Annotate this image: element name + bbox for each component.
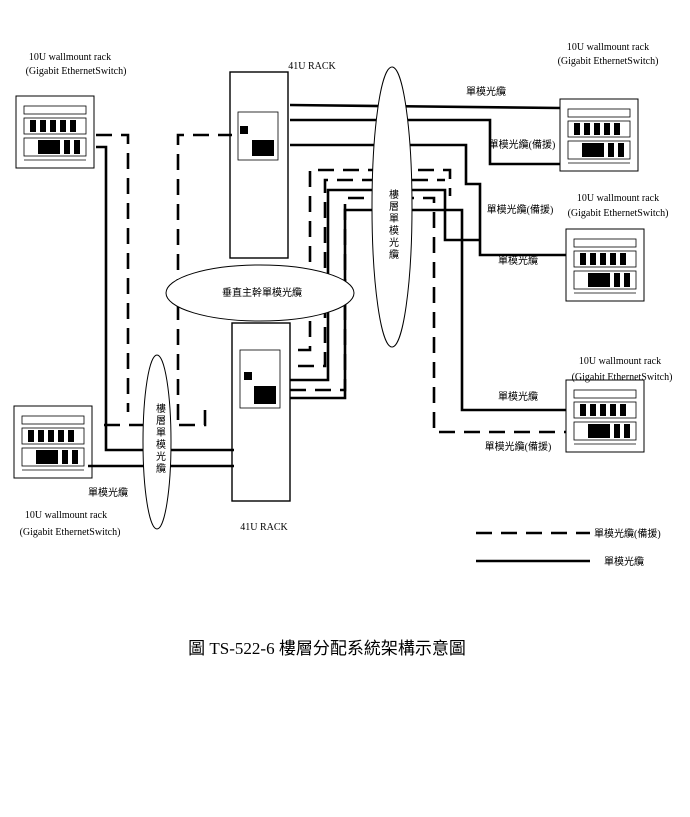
rack-10u-top-left [15,95,95,169]
floor-left-ellipse [142,354,172,530]
floor-left-label: 樓層單模光纜 [154,402,166,475]
rack-right-2-label-2: (Gigabit EthernetSwitch) [568,208,669,219]
rack-41u-bottom [231,322,291,502]
legend-solid-label: 單模光纜 [604,555,644,568]
cable-label-r1-single: 單模光纜 [466,85,506,98]
rack-right-2-label-1: 10U wallmount rack [577,193,659,204]
cable-label-r3-single: 單模光纜 [498,390,538,403]
vertical-backbone-label: 垂直主幹單模光纜 [222,286,302,299]
rack-10u-right-3 [565,379,645,453]
rack-bottom-left-label-1: 10U wallmount rack [25,510,107,521]
vertical-backbone-ellipse [165,264,355,322]
cable-label-r3-backup: 單模光纜(備援) [485,440,552,453]
rack-right-3-label-2: (Gigabit EthernetSwitch) [572,372,673,383]
legend: 單模光纜(備援) 單模光纜 [476,527,661,568]
rack-top-left-label-2: (Gigabit EthernetSwitch) [26,66,127,77]
rack-10u-right-1 [559,98,639,172]
rack-10u-right-2 [565,228,645,302]
rack-right-1-label-2: (Gigabit EthernetSwitch) [558,56,659,67]
rack-bottom-left-label-2: (Gigabit EthernetSwitch) [20,527,121,538]
cable-label-bottom-left-single: 單模光纜 [88,486,128,499]
cable-label-r1-backup: 單模光纜(備援) [489,138,556,151]
cable-label-r2-single: 單模光纜 [498,254,538,267]
rack-41u-bottom-label: 41U RACK [240,522,288,533]
legend-dashed-label: 單模光纜(備援) [594,527,661,540]
cable-label-r2-backup: 單模光纜(備援) [487,203,554,216]
rack-top-left-label-1: 10U wallmount rack [29,52,111,63]
floor-right-label: 樓層單模光纜 [387,188,399,261]
rack-10u-bottom-left [13,405,93,479]
rack-right-1-label-1: 10U wallmount rack [567,42,649,53]
floor-right-ellipse [371,66,413,348]
figure-caption: 圖 TS-522-6 樓層分配系統架構示意圖 [188,639,466,658]
rack-41u-top [229,71,289,259]
rack-right-3-label-1: 10U wallmount rack [579,356,661,367]
dashed-cables [96,133,566,434]
rack-41u-top-label: 41U RACK [288,61,336,72]
